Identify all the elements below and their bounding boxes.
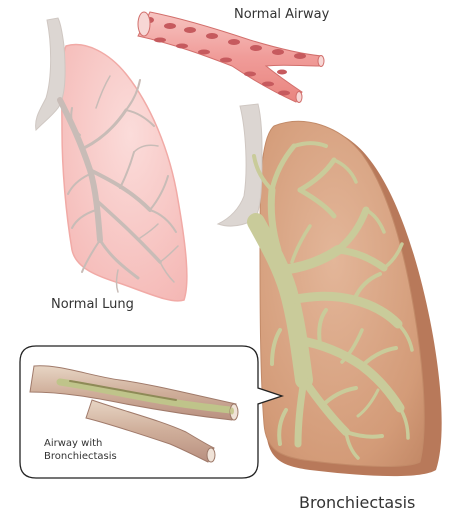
callout-line-1: Airway with: [44, 437, 117, 450]
airway-opening-right-bottom: [296, 92, 302, 103]
normal-lung-illustration: [36, 18, 187, 301]
mucus-end: [230, 408, 234, 415]
label-normal-lung: Normal Lung: [51, 297, 134, 312]
label-bronchiectasis: Bronchiectasis: [299, 493, 415, 512]
diseased-airway-opening-lower: [207, 448, 215, 462]
label-normal-airway: Normal Airway: [234, 7, 329, 22]
callout-line-2: Bronchiectasis: [44, 450, 117, 463]
airway-opening-left: [138, 12, 150, 36]
normal-trachea: [36, 18, 66, 130]
normal-airway-illustration: [138, 12, 324, 103]
airway-opening-right-top: [318, 56, 324, 67]
normal-lung-shape: [62, 45, 187, 301]
label-airway-with-bronchiectasis: Airway with Bronchiectasis: [44, 437, 117, 463]
